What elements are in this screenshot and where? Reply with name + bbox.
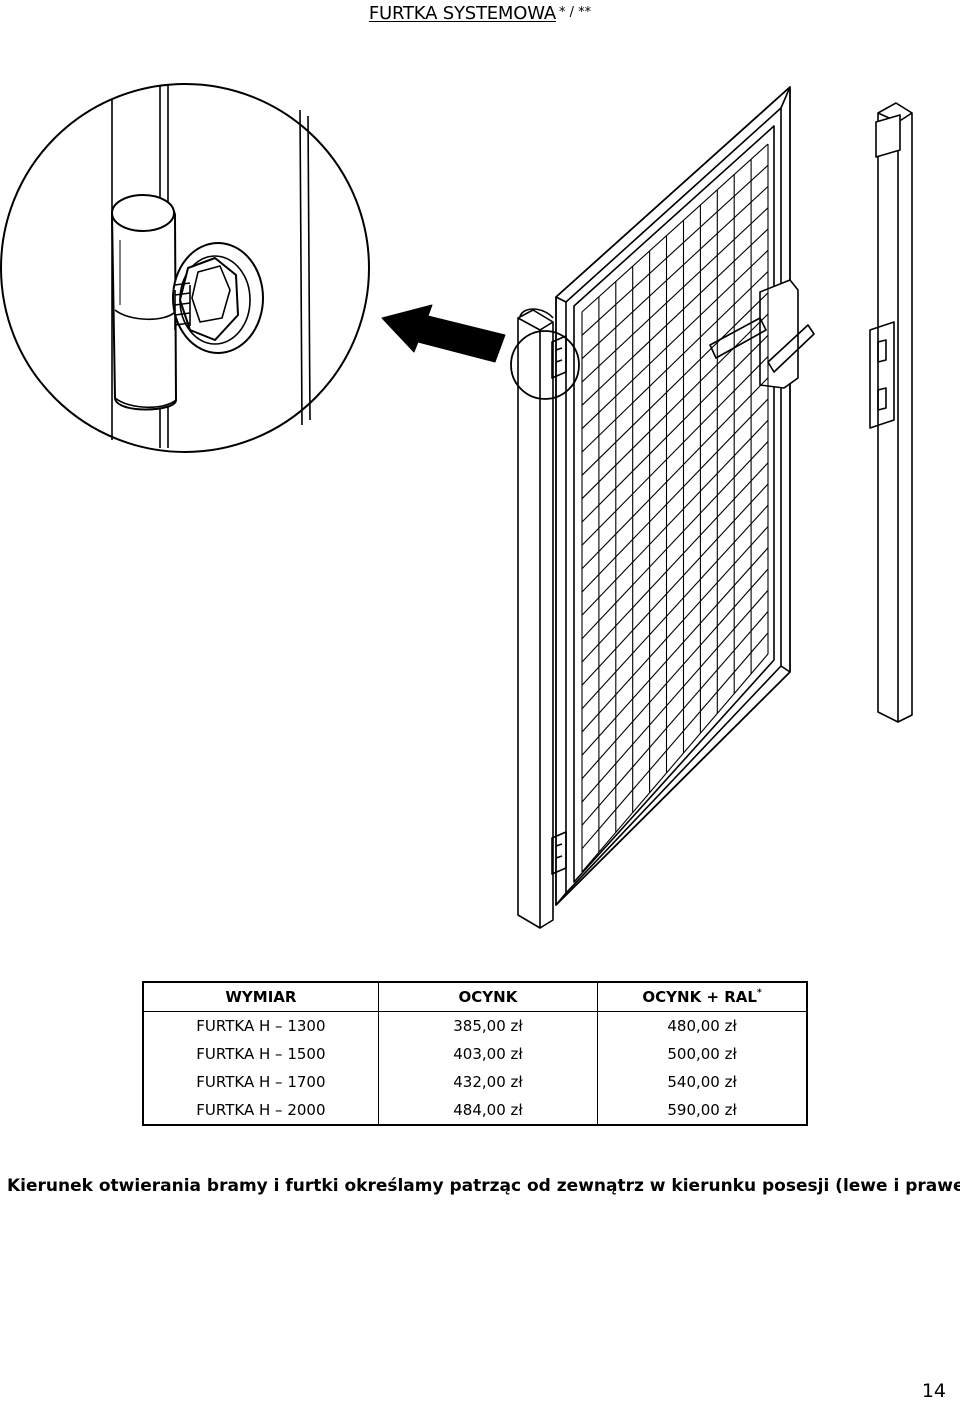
mesh-wire [581, 419, 769, 616]
mesh-wire [581, 356, 769, 546]
cell-price-ocynk: 403,00 zł [377, 1040, 598, 1068]
table-row: FURTKA H – 2000 484,00 zł 590,00 zł [142, 1096, 807, 1125]
price-table-header: WYMIAR OCYNK OCYNK + RAL* [142, 982, 807, 1012]
top-hinge [551, 335, 567, 379]
column-header-wymiar: WYMIAR [142, 982, 379, 1012]
right-post [877, 102, 913, 723]
hinge-highlight-circle [510, 330, 580, 400]
cell-size: FURTKA H – 1300 [142, 1011, 379, 1040]
title-marks: * / ** [558, 5, 592, 20]
cell-price-ral: 590,00 zł [597, 1096, 807, 1125]
cell-size: FURTKA H – 1500 [142, 1040, 379, 1068]
cell-price-ocynk: 484,00 zł [377, 1096, 598, 1125]
page-title: FURTKA SYSTEMOWA* / ** [0, 2, 960, 25]
cell-size: FURTKA H – 2000 [142, 1096, 379, 1125]
mesh-wire [581, 334, 769, 523]
gate-frame [555, 86, 791, 906]
table-row: FURTKA H – 1300 385,00 zł 480,00 zł [142, 1011, 807, 1040]
gate-mesh [581, 143, 769, 873]
mesh-wire [581, 313, 769, 500]
table-row: FURTKA H – 1700 432,00 zł 540,00 zł [142, 1068, 807, 1096]
detail-nut [179, 257, 239, 341]
gate-drawing [0, 83, 913, 929]
table-row: FURTKA H – 1500 403,00 zł 500,00 zł [142, 1040, 807, 1068]
mesh-wire [581, 526, 769, 733]
mesh-wire [581, 228, 769, 406]
mesh-wire [581, 398, 769, 593]
opening-direction-note: Kierunek otwierania bramy i furtki okreś… [7, 1176, 960, 1196]
page-number: 14 [921, 1380, 946, 1402]
mesh-wire [581, 462, 769, 663]
column-header-ocynk-ral: OCYNK + RAL* [597, 982, 807, 1012]
gate-latch [709, 279, 815, 389]
detail-arrow [381, 304, 506, 363]
column-header-ocynk: OCYNK [377, 982, 598, 1012]
price-table: WYMIAR OCYNK OCYNK + RAL* FURTKA H – 130… [142, 981, 808, 1126]
mesh-wire [581, 589, 769, 803]
mesh-wire [581, 186, 769, 360]
mesh-wire [581, 292, 769, 476]
mesh-wire [581, 504, 769, 710]
mesh-wire [581, 547, 769, 756]
title-text: FURTKA SYSTEMOWA [368, 3, 556, 24]
mesh-wire [581, 249, 769, 430]
mesh-wire [581, 568, 769, 780]
left-post [517, 309, 554, 929]
mesh-wire [581, 143, 769, 313]
mesh-wire [581, 271, 769, 453]
cell-price-ocynk: 432,00 zł [377, 1068, 598, 1096]
mesh-wire [581, 632, 769, 850]
mesh-wire [581, 483, 769, 686]
mesh-wire [581, 653, 769, 873]
right-post-catch [869, 321, 895, 429]
cell-price-ocynk: 385,00 zł [377, 1011, 598, 1040]
mesh-wire [581, 611, 769, 826]
bottom-hinge [551, 831, 567, 875]
cell-price-ral: 500,00 zł [597, 1040, 807, 1068]
mesh-wire [581, 441, 769, 640]
mesh-wire [581, 164, 769, 336]
cell-price-ral: 540,00 zł [597, 1068, 807, 1096]
mesh-wire [581, 377, 769, 570]
cell-price-ral: 480,00 zł [597, 1011, 807, 1040]
mesh-wire [581, 207, 769, 383]
cell-size: FURTKA H – 1700 [142, 1068, 379, 1096]
